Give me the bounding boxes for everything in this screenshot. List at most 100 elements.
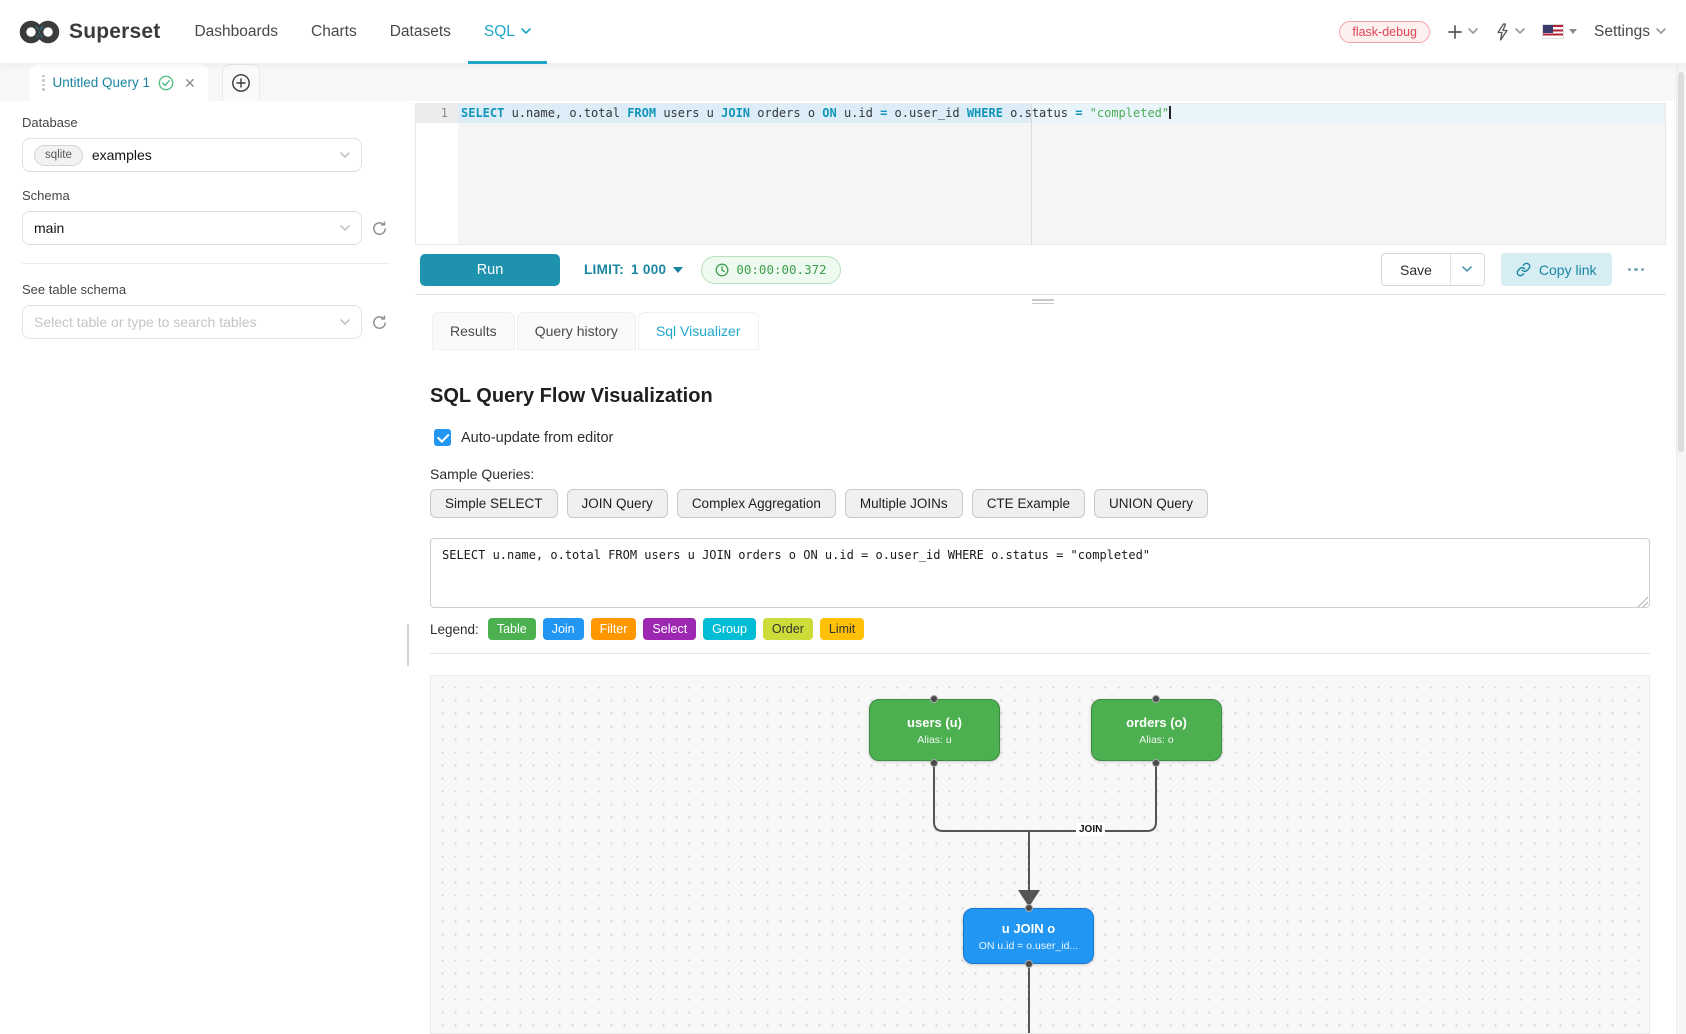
query-timer: 00:00:00.372 [701, 255, 841, 284]
save-button[interactable]: Save [1381, 254, 1450, 285]
language-picker[interactable] [1541, 24, 1577, 39]
legend-label: Legend: [430, 621, 479, 637]
node-handle[interactable] [1152, 695, 1160, 703]
chevron-down-icon [340, 151, 350, 158]
settings-menu[interactable]: Settings [1594, 23, 1666, 41]
lightning-icon [1497, 22, 1508, 41]
active-line-highlight [458, 104, 1031, 123]
schema-label: Schema [22, 188, 70, 203]
navbar-right: flask-debug Settings [1339, 20, 1666, 43]
chevron-down-icon [521, 28, 531, 34]
nav-sql[interactable]: SQL [467, 0, 547, 64]
flow-edges [933, 763, 1157, 1033]
nav-charts[interactable]: Charts [311, 22, 357, 40]
legend-badge-select: Select [643, 618, 697, 640]
refresh-tables-button[interactable] [371, 314, 388, 331]
sql-lab-shortcut-menu[interactable] [1495, 22, 1525, 41]
superset-logo-icon [19, 20, 60, 43]
pane-resize-handle[interactable] [1032, 299, 1054, 306]
chevron-down-icon [340, 224, 350, 231]
us-flag-icon [1541, 24, 1564, 39]
sample-complex-aggregation-button[interactable]: Complex Aggregation [676, 489, 836, 518]
copy-link-button[interactable]: Copy link [1500, 253, 1612, 286]
legend-badge-table: Table [487, 618, 536, 640]
node-handle[interactable] [1152, 759, 1160, 767]
schema-select[interactable]: main [22, 211, 362, 245]
table-schema-label: See table schema [22, 282, 127, 297]
database-select[interactable]: sqlite examples [22, 138, 362, 172]
line-number: 1 [416, 104, 458, 123]
query-tab-active[interactable]: Untitled Query 1 ✕ [30, 64, 208, 101]
clock-icon [715, 263, 729, 276]
tab-query-history[interactable]: Query history [516, 312, 636, 350]
limit-label: LIMIT: [584, 262, 625, 277]
environment-badge: flask-debug [1339, 20, 1430, 43]
close-tab-icon[interactable]: ✕ [184, 74, 196, 91]
limit-dropdown[interactable]: LIMIT: 1 000 [584, 262, 684, 277]
node-handle[interactable] [1025, 960, 1033, 968]
sql-lab-sidebar: Database sqlite examples Schema main [0, 101, 406, 1034]
plus-icon [1448, 24, 1462, 39]
sample-join-query-button[interactable]: JOIN Query [566, 489, 668, 518]
more-actions-button[interactable] [1626, 262, 1647, 278]
page-scrollbar[interactable] [1676, 64, 1686, 1034]
plus-circle-icon [232, 74, 250, 92]
editor-toolbar: Run LIMIT: 1 000 00:00:00.372 Save C [415, 245, 1666, 294]
auto-update-checkbox[interactable] [434, 429, 451, 446]
main-menu: Dashboards Charts Datasets SQL [194, 0, 547, 64]
scrollbar-thumb[interactable] [1678, 72, 1684, 452]
legend-badge-join: Join [542, 618, 584, 640]
chevron-down-icon [340, 318, 350, 325]
query-tab-title: Untitled Query 1 [52, 75, 151, 90]
node-title: u JOIN o [1001, 920, 1056, 936]
sql-editor[interactable]: SELECT u.name, o.total FROM users u JOIN… [415, 103, 1666, 245]
table-select[interactable]: Select table or type to search tables [22, 305, 362, 339]
node-title: users (u) [907, 714, 962, 730]
flow-node-users[interactable]: users (u) Alias: u [869, 699, 1000, 761]
flow-node-orders[interactable]: orders (o) Alias: o [1091, 699, 1222, 761]
sample-multiple-joins-button[interactable]: Multiple JOINs [844, 489, 963, 518]
limit-value: 1 000 [631, 262, 667, 277]
node-subtitle: ON u.id = o.user_id... [978, 939, 1079, 952]
drag-handle-icon[interactable] [42, 74, 45, 91]
caret-down-icon [673, 266, 684, 273]
superset-brand[interactable]: Superset [18, 18, 160, 46]
tab-sql-visualizer[interactable]: Sql Visualizer [637, 312, 759, 350]
active-line-highlight [1031, 104, 1665, 123]
new-item-menu[interactable] [1447, 24, 1478, 40]
sidebar-resize-handle[interactable] [407, 624, 409, 666]
node-handle[interactable] [930, 695, 938, 703]
sample-simple-select-button[interactable]: Simple SELECT [430, 489, 558, 518]
node-subtitle: Alias: u [917, 733, 952, 746]
tab-results[interactable]: Results [432, 312, 515, 350]
save-split-button: Save [1380, 253, 1485, 286]
visualizer-query-input[interactable]: SELECT u.name, o.total FROM users u JOIN… [430, 538, 1650, 608]
editor-code-area[interactable]: SELECT u.name, o.total FROM users u JOIN… [458, 104, 1665, 244]
flow-node-join[interactable]: u JOIN o ON u.id = o.user_id... [963, 908, 1094, 964]
sql-code-line: SELECT u.name, o.total FROM users u JOIN… [461, 106, 1171, 120]
flow-diagram-canvas[interactable]: users (u) Alias: u orders (o) Alias: o u… [430, 675, 1650, 1034]
sample-union-query-button[interactable]: UNION Query [1093, 489, 1208, 518]
save-options-button[interactable] [1449, 254, 1484, 285]
nav-datasets[interactable]: Datasets [389, 22, 451, 40]
timer-value: 00:00:00.372 [736, 262, 827, 277]
new-query-tab-button[interactable] [222, 64, 260, 101]
refresh-schema-button[interactable] [371, 220, 388, 237]
run-button[interactable]: Run [420, 253, 560, 286]
sample-queries-label: Sample Queries: [430, 466, 535, 482]
legend-badge-group: Group [703, 618, 756, 640]
caret-down-icon [1568, 29, 1577, 34]
database-value: examples [91, 147, 152, 163]
node-handle[interactable] [930, 759, 938, 767]
node-handle[interactable] [1025, 904, 1033, 912]
node-title: orders (o) [1126, 714, 1187, 730]
sidebar-divider [22, 263, 390, 264]
database-engine-badge: sqlite [34, 144, 83, 166]
visualizer-divider [430, 653, 1650, 654]
sample-cte-example-button[interactable]: CTE Example [971, 489, 1085, 518]
nav-dashboards[interactable]: Dashboards [194, 22, 279, 40]
query-tab-strip: Untitled Query 1 ✕ [0, 64, 1686, 101]
text-cursor [1169, 106, 1171, 119]
check-circle-icon [158, 75, 174, 90]
